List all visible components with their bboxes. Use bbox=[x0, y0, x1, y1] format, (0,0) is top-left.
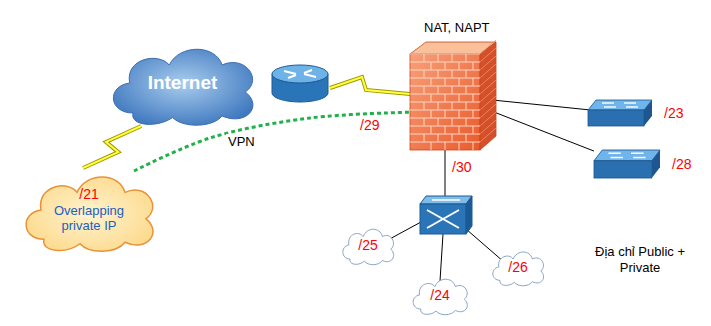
subnet-cloud: /24 bbox=[408, 274, 472, 316]
prefix-label: /25 bbox=[358, 237, 377, 254]
note-text: Địa chỉ Public + Private bbox=[584, 244, 696, 275]
cloud-outline bbox=[113, 49, 253, 125]
link-wire bbox=[496, 113, 594, 151]
cloud-outline bbox=[413, 279, 467, 314]
link-wire bbox=[496, 100, 588, 109]
cloud-outline bbox=[493, 252, 544, 286]
switch-symbol bbox=[588, 100, 652, 126]
cloud-title: Internet bbox=[148, 72, 218, 95]
edge-group bbox=[83, 126, 141, 168]
serial-link bbox=[330, 77, 410, 94]
prefix-label: /24 bbox=[430, 287, 449, 304]
cloud-note: Overlapping private IP bbox=[37, 203, 141, 234]
prefix-label: /29 bbox=[358, 117, 381, 134]
prefix-label: /23 bbox=[664, 105, 683, 122]
internet-cloud: Internet bbox=[100, 38, 265, 128]
wan-link bbox=[83, 126, 141, 168]
node-outline bbox=[594, 150, 660, 178]
brick-wall bbox=[410, 40, 496, 150]
node-content: /25 bbox=[338, 224, 398, 266]
cloud-outline bbox=[26, 177, 153, 251]
edge-group bbox=[134, 112, 410, 171]
prefix-label: /28 bbox=[672, 156, 691, 173]
edge-label: VPN bbox=[226, 134, 257, 150]
node-outline bbox=[588, 100, 652, 126]
link-wire bbox=[466, 229, 504, 262]
edge-group bbox=[496, 113, 594, 151]
link-wire bbox=[445, 150, 446, 197]
switch: /23 bbox=[588, 100, 652, 126]
node-content: /21Overlapping private IP bbox=[14, 166, 164, 254]
router-symbol bbox=[272, 65, 328, 102]
link-wire bbox=[440, 234, 443, 281]
lightning-outline bbox=[83, 126, 141, 168]
subnet-cloud: /25 bbox=[338, 224, 398, 266]
vpn-tunnel bbox=[134, 112, 410, 171]
subnet-cloud: /26 bbox=[488, 247, 548, 287]
firewall: NAT, NAPT bbox=[410, 42, 496, 150]
cloud-outline bbox=[343, 229, 394, 264]
switch-symbol bbox=[594, 150, 660, 178]
multilayer-switch-symbol bbox=[420, 196, 472, 234]
prefix-label: /21 bbox=[79, 186, 98, 203]
node-content: /24 bbox=[408, 274, 472, 316]
remote-site-cloud: /21Overlapping private IP bbox=[14, 166, 164, 254]
edge-group bbox=[496, 100, 588, 109]
switch: /28 bbox=[594, 150, 660, 178]
node-content: Internet bbox=[100, 38, 265, 128]
node-content: /26 bbox=[488, 247, 548, 287]
device-heading: NAT, NAPT bbox=[424, 20, 490, 36]
prefix-label: /26 bbox=[508, 259, 527, 276]
prefix-label: /30 bbox=[452, 159, 471, 176]
node-outline bbox=[410, 42, 496, 150]
serial-link bbox=[330, 77, 410, 94]
